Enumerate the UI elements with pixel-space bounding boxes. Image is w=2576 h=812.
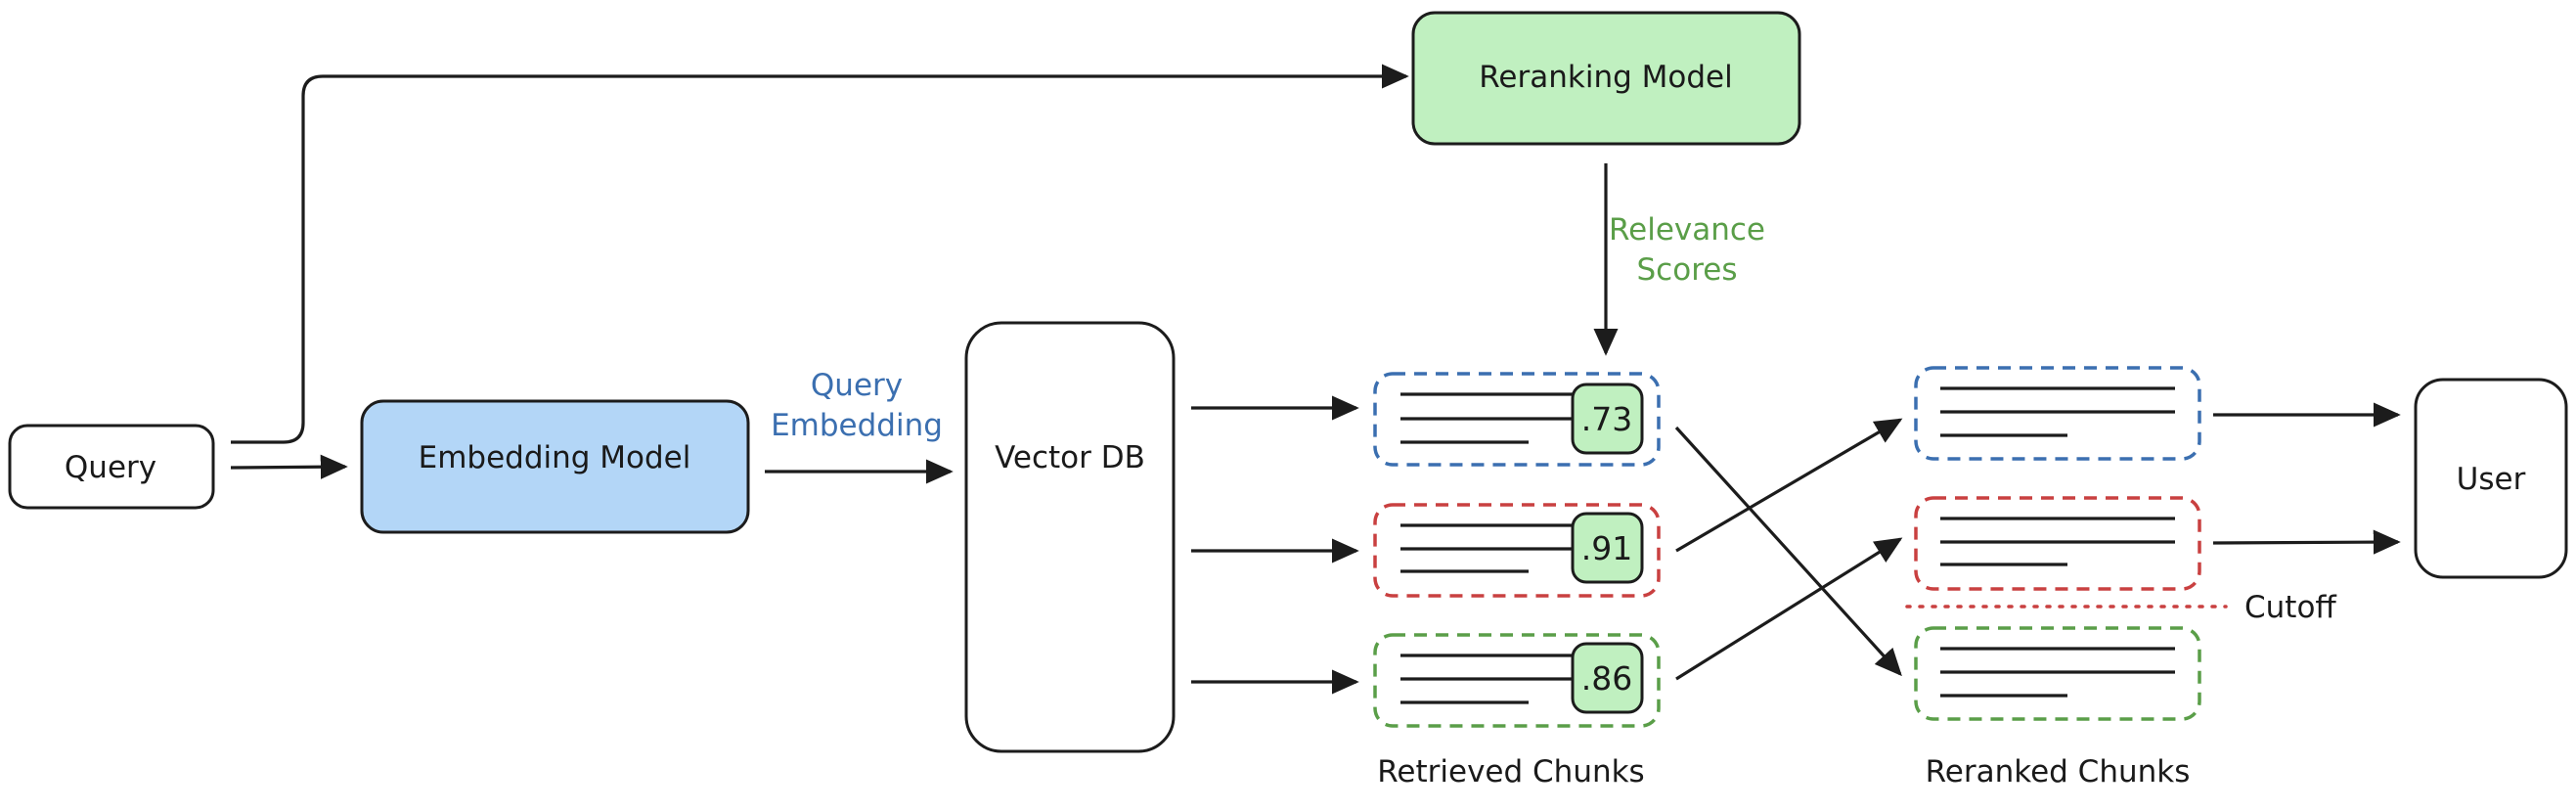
reranking-model-node: Reranking Model [1411, 11, 1801, 146]
retrieved-chunk-2: .91 [1373, 503, 1661, 598]
embedding-model-label: Embedding Model [419, 440, 691, 475]
query-node: Query [8, 424, 215, 510]
query-embedding-label-line1: Query [811, 368, 903, 403]
reranked-chunk-3 [1914, 626, 2201, 721]
edge-rank-2-to-user [2212, 529, 2401, 555]
edge-chunk-73-to-rank-3 [1674, 426, 1902, 677]
edge-chunk-86-to-rank-2 [1675, 537, 1903, 681]
relevance-scores-label-line1: Relevance [1609, 212, 1765, 248]
embedding-model-node: Embedding Model [360, 399, 750, 534]
edge-query-to-reranking [231, 64, 1409, 444]
reranking-model-label: Reranking Model [1479, 60, 1732, 95]
reranked-chunk-2 [1914, 496, 2201, 591]
reranked-chunk-1 [1914, 366, 2201, 461]
reranked-chunks-caption: Reranked Chunks [1926, 754, 2191, 789]
vector-db-label: Vector DB [995, 440, 1145, 475]
query-embedding-label-line2: Embedding [771, 408, 943, 443]
score-badge-2: .91 [1581, 529, 1632, 567]
retrieved-chunk-1: .73 [1373, 372, 1661, 467]
cutoff-label: Cutoff [2244, 590, 2336, 625]
edge-chunk-91-to-rank-1 [1675, 418, 1903, 553]
user-label: User [2457, 462, 2526, 497]
retrieved-chunk-3: .86 [1373, 633, 1661, 728]
retrieved-chunks-caption: Retrieved Chunks [1377, 754, 1644, 789]
edge-query-to-embedding [230, 454, 348, 479]
score-badge-3: .86 [1581, 659, 1632, 698]
user-node: User [2414, 378, 2568, 579]
score-badge-1: .73 [1581, 400, 1632, 438]
relevance-scores-label-line2: Scores [1637, 252, 1738, 288]
query-label: Query [65, 450, 156, 485]
vector-db-node: Vector DB [964, 321, 1176, 753]
